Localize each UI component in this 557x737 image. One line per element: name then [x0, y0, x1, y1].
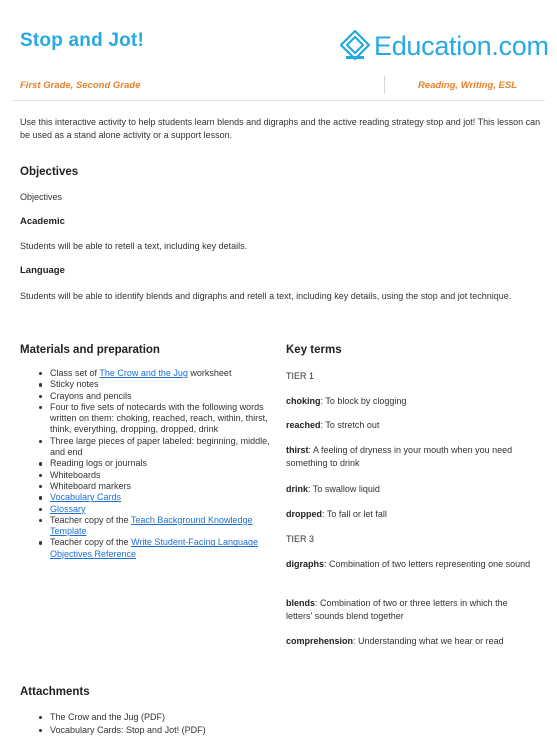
term-item: reached: To stretch out — [286, 420, 380, 430]
term-item: choking: To block by clogging — [286, 396, 407, 406]
meta-divider — [384, 76, 385, 94]
list-item: Teacher copy of the Teach Background Kno… — [36, 515, 276, 538]
vocabulary-cards-link[interactable]: Vocabulary Cards — [50, 492, 122, 503]
list-item: Reading logs or journals — [36, 458, 276, 469]
key-terms-heading: Key terms — [286, 344, 342, 356]
background-knowledge-link[interactable]: Teach Background Knowledge Template — [50, 514, 253, 537]
objectives-label: Objectives — [20, 192, 63, 202]
header-divider — [12, 100, 545, 101]
attachment-item[interactable]: Vocabulary Cards: Stop and Jot! (PDF) — [36, 724, 336, 737]
page-title: Stop and Jot! — [20, 30, 144, 51]
subjects: Reading, Writing, ESL — [417, 80, 517, 91]
materials-list: Class set of The Crow and the Jug worksh… — [36, 368, 276, 560]
tier-1-label: TIER 1 — [286, 371, 315, 381]
list-item: Teacher copy of the Write Student-Facing… — [36, 537, 276, 560]
term-item: blends: Combination of two or three lett… — [286, 598, 508, 621]
list-item: Four to five sets of notecards with the … — [36, 402, 276, 436]
grade-levels: First Grade, Second Grade — [20, 80, 141, 91]
education-logo-icon — [339, 29, 371, 61]
term-item: drink: To swallow liquid — [286, 484, 380, 494]
term-item: digraphs: Combination of two letters rep… — [286, 559, 531, 569]
language-objective: Students will be able to identify blends… — [20, 291, 512, 301]
glossary-link[interactable]: Glossary — [50, 503, 86, 514]
logo-text: Education.com — [374, 30, 549, 61]
language-objectives-link[interactable]: Write Student-Facing Language Objectives… — [50, 537, 258, 559]
list-item: Crayons and pencils — [36, 391, 276, 402]
list-item: Sticky notes — [36, 379, 276, 390]
attachment-item[interactable]: The Crow and the Jug (PDF) — [36, 711, 336, 724]
list-item: Whiteboard markers — [36, 481, 276, 492]
list-item: Whiteboards — [36, 470, 276, 481]
list-item: Glossary — [36, 504, 276, 515]
objectives-heading: Objectives — [20, 166, 79, 178]
academic-heading: Academic — [20, 216, 65, 227]
academic-objective: Students will be able to retell a text, … — [20, 241, 248, 251]
language-heading: Language — [20, 265, 65, 276]
education-com-logo[interactable]: Education.com — [338, 26, 549, 66]
list-item: Vocabulary Cards — [36, 492, 276, 503]
term-item: thirst: A feeling of dryness in your mou… — [286, 445, 513, 468]
term-item: comprehension: Understanding what we hea… — [286, 636, 504, 646]
attachments-heading: Attachments — [20, 686, 90, 698]
list-item: Class set of The Crow and the Jug worksh… — [36, 368, 276, 379]
intro-paragraph: Use this interactive activity to help st… — [20, 117, 541, 140]
term-item: dropped: To fall or let fall — [286, 509, 387, 519]
tier-3-label: TIER 3 — [286, 534, 315, 544]
attachments-list: The Crow and the Jug (PDF) Vocabulary Ca… — [36, 711, 336, 737]
materials-heading: Materials and preparation — [20, 344, 160, 356]
crow-and-jug-link[interactable]: The Crow and the Jug — [99, 368, 188, 378]
list-item: Three large pieces of paper labeled: beg… — [36, 436, 276, 459]
